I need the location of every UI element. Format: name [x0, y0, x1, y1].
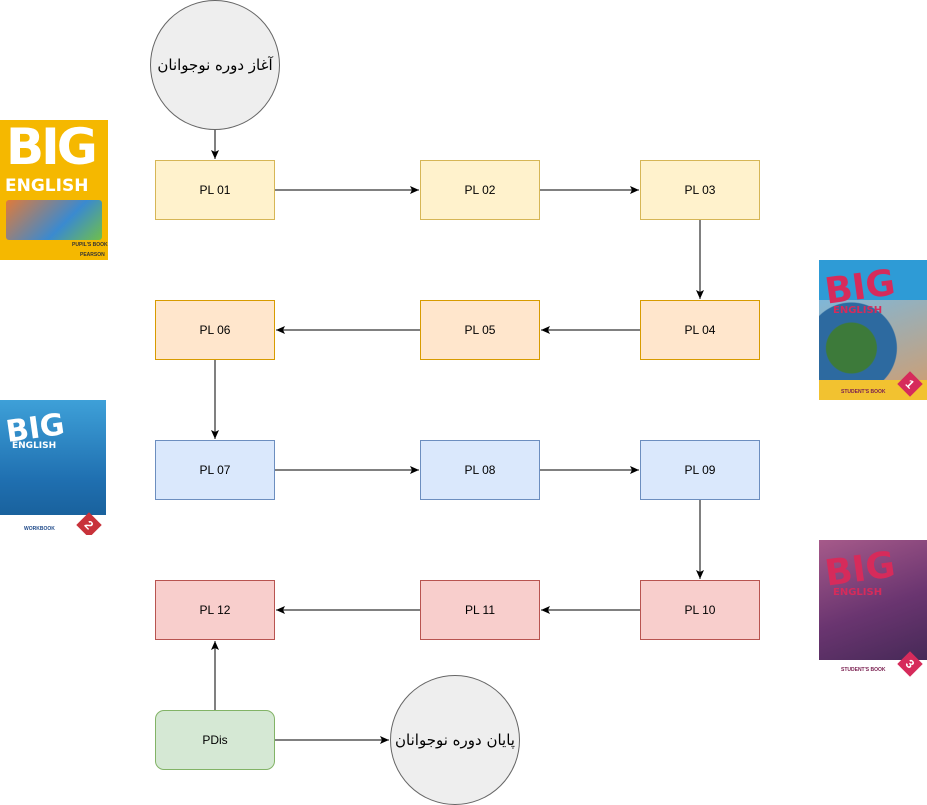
book-logo: BIG — [822, 544, 898, 595]
level-node-pl01[interactable]: PL 01 — [155, 160, 275, 220]
book-brand: PEARSON — [80, 252, 105, 258]
book-subtitle: STUDENT'S BOOK — [841, 389, 886, 395]
level-node-pl03[interactable]: PL 03 — [640, 160, 760, 220]
level-node-pl08[interactable]: PL 08 — [420, 440, 540, 500]
level-node-label: PL 02 — [464, 183, 496, 197]
book-photo — [819, 300, 927, 380]
book-photo — [6, 200, 102, 240]
book-logo-sub: ENGLISH — [833, 305, 883, 316]
start-node-label: آغاز دوره نوجوانان — [157, 56, 273, 74]
start-node[interactable]: آغاز دوره نوجوانان — [150, 0, 280, 130]
level-node-label: PL 07 — [199, 463, 231, 477]
level-node-pl06[interactable]: PL 06 — [155, 300, 275, 360]
book-subtitle: WORKBOOK — [24, 526, 55, 532]
book-logo: BIG — [6, 120, 98, 176]
level-node-label: PL 03 — [684, 183, 716, 197]
book-cover-starter: BIG ENGLISH PUPIL'S BOOK PEARSON — [0, 120, 108, 260]
book-subtitle: STUDENT'S BOOK — [841, 667, 886, 673]
level-node-pl12[interactable]: PL 12 — [155, 580, 275, 640]
level-node-pl02[interactable]: PL 02 — [420, 160, 540, 220]
level-node-label: PL 10 — [684, 603, 716, 617]
level-node-pl10[interactable]: PL 10 — [640, 580, 760, 640]
level-node-label: PL 12 — [199, 603, 231, 617]
book-cover-level-2: BIG ENGLISH WORKBOOK 2 — [0, 400, 106, 535]
level-node-pl07[interactable]: PL 07 — [155, 440, 275, 500]
pdis-node-label: PDis — [202, 733, 228, 747]
level-node-label: PL 04 — [684, 323, 716, 337]
level-node-label: PL 08 — [464, 463, 496, 477]
book-cover-level-1: BIG ENGLISH STUDENT'S BOOK 1 — [819, 260, 927, 400]
end-node[interactable]: پایان دوره نوجوانان — [390, 675, 520, 805]
level-node-label: PL 01 — [199, 183, 231, 197]
book-logo-sub: ENGLISH — [833, 587, 883, 598]
book-cover-level-3: BIG ENGLISH STUDENT'S BOOK 3 — [819, 540, 927, 680]
level-node-label: PL 05 — [464, 323, 496, 337]
level-node-pl04[interactable]: PL 04 — [640, 300, 760, 360]
level-node-label: PL 09 — [684, 463, 716, 477]
level-node-pl11[interactable]: PL 11 — [420, 580, 540, 640]
level-node-pl05[interactable]: PL 05 — [420, 300, 540, 360]
book-logo-sub: ENGLISH — [5, 176, 89, 196]
pdis-node[interactable]: PDis — [155, 710, 275, 770]
level-node-pl09[interactable]: PL 09 — [640, 440, 760, 500]
end-node-label: پایان دوره نوجوانان — [395, 731, 515, 749]
level-node-label: PL 11 — [464, 603, 496, 617]
book-logo-sub: ENGLISH — [12, 441, 57, 451]
book-logo: BIG — [822, 262, 898, 313]
level-node-label: PL 06 — [199, 323, 231, 337]
book-subtitle: PUPIL'S BOOK — [72, 242, 108, 248]
